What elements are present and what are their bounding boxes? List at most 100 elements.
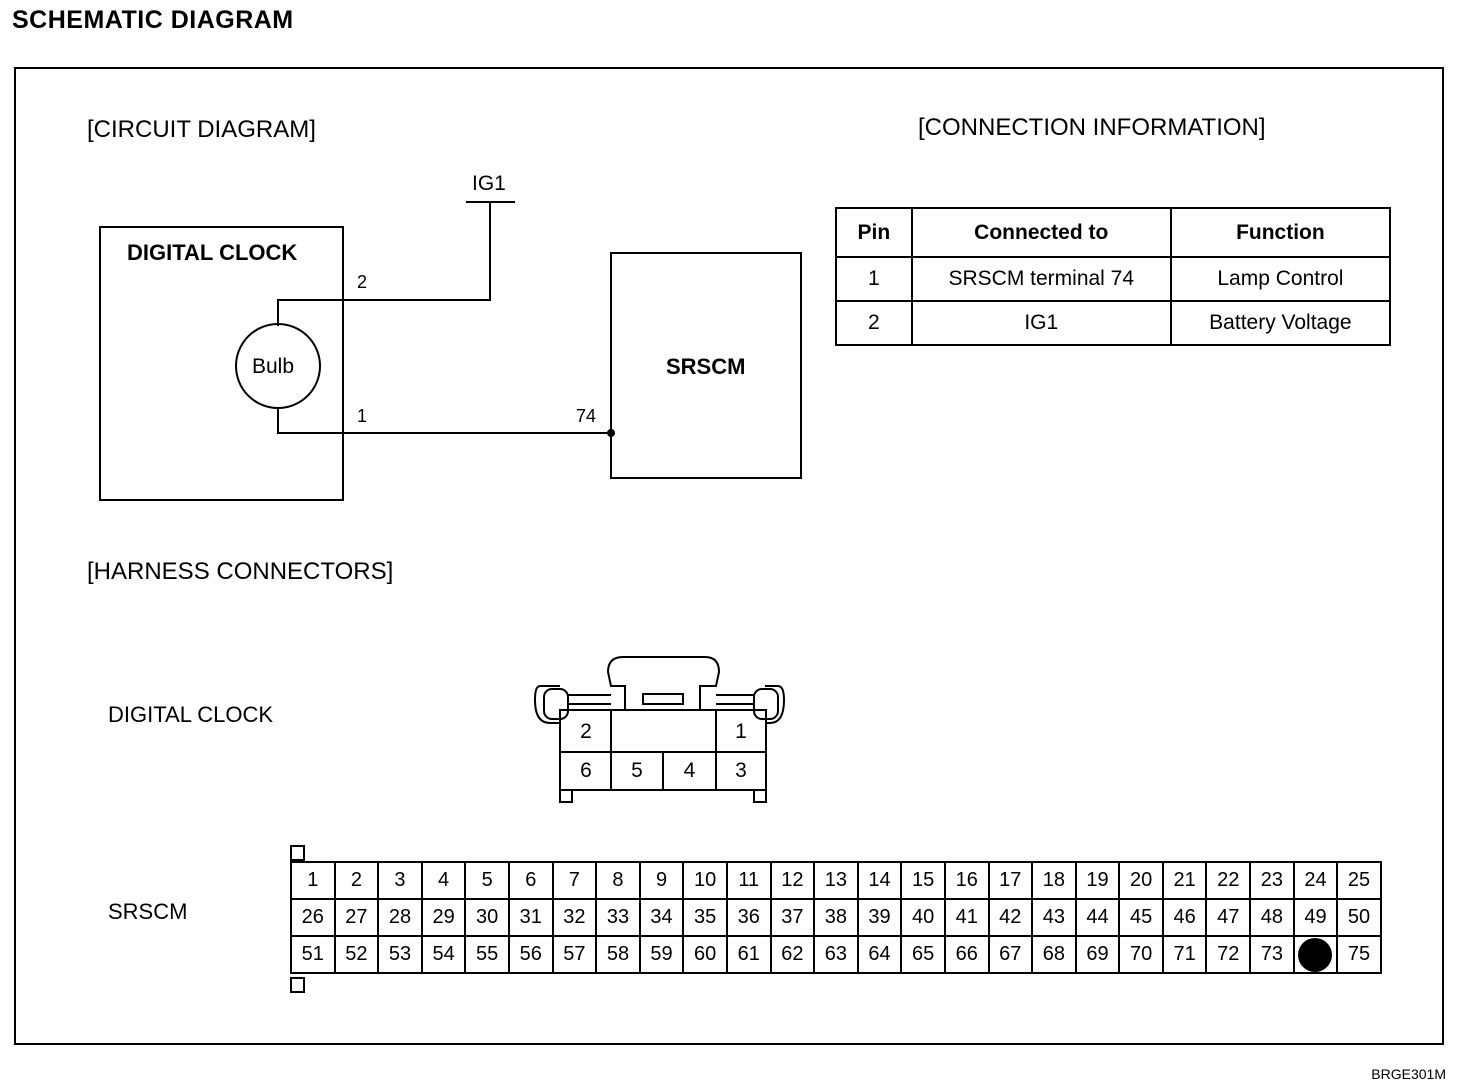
srscm-pin: 61 xyxy=(727,937,772,974)
srscm-pin: 65 xyxy=(902,937,946,974)
srscm-pin: 3 xyxy=(379,863,423,900)
srscm-connector-tab-top xyxy=(290,845,305,861)
srscm-pin: 56 xyxy=(509,937,554,974)
cell-connected-to: IG1 xyxy=(910,300,1172,346)
srscm-pin: 30 xyxy=(466,900,510,937)
table-header-row: Pin Connected to Function xyxy=(835,207,1392,258)
srscm-pin: 31 xyxy=(509,900,554,937)
srscm-pin: 62 xyxy=(771,937,816,974)
srscm-pin: 45 xyxy=(1120,900,1164,937)
srscm-pin: 33 xyxy=(597,900,641,937)
srscm-pin: 75 xyxy=(1338,937,1382,974)
srscm-pin: 35 xyxy=(684,900,728,937)
srscm-pin: 32 xyxy=(553,900,598,937)
srscm-pin: 2 xyxy=(335,863,380,900)
header-pin: Pin xyxy=(835,207,913,258)
srscm-pin: 16 xyxy=(945,863,990,900)
srscm-pin: 41 xyxy=(945,900,990,937)
srscm-pin: 70 xyxy=(1120,937,1164,974)
pin-1-label: 1 xyxy=(357,406,368,426)
srscm-pin: 25 xyxy=(1338,863,1382,900)
srscm-pin: 73 xyxy=(1251,937,1295,974)
connection-info-table: Pin Connected to Function 1 SRSCM termin… xyxy=(835,207,1392,346)
page-title: SCHEMATIC DIAGRAM xyxy=(12,6,294,34)
srscm-pin: 14 xyxy=(858,863,903,900)
srscm-pin: 48 xyxy=(1251,900,1295,937)
harness-connectors-heading: [HARNESS CONNECTORS] xyxy=(87,558,394,585)
figure-code: BRGE301M xyxy=(1371,1066,1446,1082)
srscm-pin: 12 xyxy=(771,863,816,900)
cell-pin: 2 xyxy=(835,300,913,346)
srscm-pin: 5 xyxy=(466,863,510,900)
srscm-pin: 29 xyxy=(422,900,467,937)
srscm-pin: 9 xyxy=(640,863,685,900)
srscm-pin: 40 xyxy=(902,900,946,937)
dc-pin: 2 xyxy=(580,719,592,743)
srscm-pin: 24 xyxy=(1294,863,1339,900)
srscm-pin: 18 xyxy=(1033,863,1077,900)
srscm-pin: 20 xyxy=(1120,863,1164,900)
header-function: Function xyxy=(1169,207,1392,258)
srscm-pin-highlighted xyxy=(1294,937,1339,974)
terminal-74-label: 74 xyxy=(576,406,597,426)
dc-pin: 4 xyxy=(683,759,696,782)
cell-function: Lamp Control xyxy=(1169,256,1392,302)
srscm-pin: 7 xyxy=(553,863,598,900)
srscm-pin: 66 xyxy=(945,937,990,974)
srscm-pin: 22 xyxy=(1207,863,1252,900)
srscm-pin: 17 xyxy=(989,863,1034,900)
srscm-pin: 26 xyxy=(292,900,336,937)
table-row: 2 IG1 Battery Voltage xyxy=(835,300,1392,346)
digital-clock-title: DIGITAL CLOCK xyxy=(127,240,298,265)
srscm-pin: 55 xyxy=(466,937,510,974)
dc-pin: 5 xyxy=(631,759,643,782)
srscm-pin: 47 xyxy=(1207,900,1252,937)
srscm-pin: 39 xyxy=(858,900,903,937)
srscm-pin: 37 xyxy=(771,900,816,937)
dc-pin: 1 xyxy=(735,719,747,743)
digital-clock-connector-drawing xyxy=(533,656,786,803)
header-connected-to: Connected to xyxy=(910,207,1172,258)
srscm-pin: 51 xyxy=(292,937,336,974)
srscm-pin: 49 xyxy=(1294,900,1339,937)
srscm-pin: 1 xyxy=(292,863,336,900)
srscm-pin: 64 xyxy=(858,937,903,974)
bulb-label: Bulb xyxy=(252,355,295,378)
digital-clock-connector-label: DIGITAL CLOCK xyxy=(108,702,274,727)
cell-function: Battery Voltage xyxy=(1169,300,1392,346)
srscm-pin: 71 xyxy=(1163,937,1208,974)
cell-connected-to: SRSCM terminal 74 xyxy=(910,256,1172,302)
srscm-pin: 60 xyxy=(684,937,728,974)
srscm-pin: 67 xyxy=(989,937,1034,974)
srscm-pin: 54 xyxy=(422,937,467,974)
srscm-pin: 28 xyxy=(379,900,423,937)
ig1-label: IG1 xyxy=(472,172,506,195)
srscm-box xyxy=(610,252,802,479)
dc-pin: 6 xyxy=(580,759,592,782)
srscm-pin: 11 xyxy=(727,863,772,900)
srscm-pin: 53 xyxy=(379,937,423,974)
wire-pin2-ig1 xyxy=(277,202,491,326)
srscm-pin: 42 xyxy=(989,900,1034,937)
srscm-connector-tab-bottom xyxy=(290,977,305,993)
pin-74-marker xyxy=(1298,937,1333,972)
srscm-pin: 34 xyxy=(640,900,685,937)
wire-pin1-srscm xyxy=(277,408,611,434)
srscm-pin: 68 xyxy=(1033,937,1077,974)
srscm-pin: 57 xyxy=(553,937,598,974)
pin-2-label: 2 xyxy=(357,272,368,292)
srscm-pin: 44 xyxy=(1076,900,1121,937)
srscm-pin: 19 xyxy=(1076,863,1121,900)
dc-pin: 3 xyxy=(735,759,747,782)
srscm-pin: 72 xyxy=(1207,937,1252,974)
srscm-pin: 46 xyxy=(1163,900,1208,937)
srscm-pin: 36 xyxy=(727,900,772,937)
connection-info-heading: [CONNECTION INFORMATION] xyxy=(918,114,1266,141)
diagram-frame xyxy=(14,67,1444,1045)
srscm-pin: 69 xyxy=(1076,937,1121,974)
srscm-pin: 59 xyxy=(640,937,685,974)
srscm-title: SRSCM xyxy=(666,354,746,379)
srscm-pin: 15 xyxy=(902,863,946,900)
cell-pin: 1 xyxy=(835,256,913,302)
